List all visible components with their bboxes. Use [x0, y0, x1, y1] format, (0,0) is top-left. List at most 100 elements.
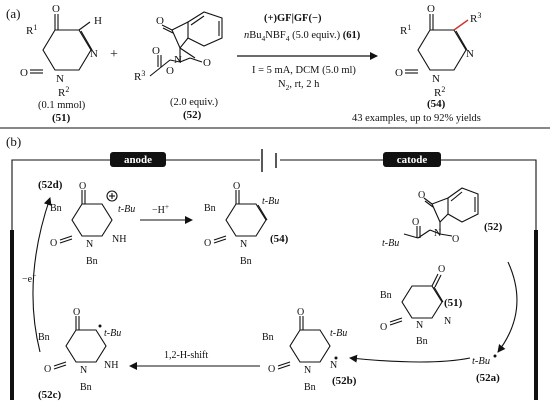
- tbu-52d: t-Bu: [118, 204, 135, 215]
- amount-51: (0.1 mmol): [38, 100, 86, 111]
- compound-51-structure: [30, 14, 93, 74]
- id-54: (54): [427, 98, 446, 110]
- r1-text: R: [26, 25, 34, 37]
- n-atom-52m: N: [434, 228, 441, 239]
- id-52b: (52b): [332, 375, 357, 387]
- tbu-52b: t-Bu: [330, 328, 347, 339]
- compound-52-mech-structure: [403, 187, 479, 239]
- n-atom-5: N: [432, 73, 440, 85]
- n-atom-52d: N: [86, 239, 93, 250]
- n-atom-52c: N: [80, 365, 87, 376]
- r1-label: R1: [26, 23, 37, 37]
- n-atom-51m-2: N: [416, 320, 423, 331]
- id-52a: (52a): [476, 372, 500, 384]
- compound-52-structure: [149, 11, 223, 77]
- cathode-badge: [383, 152, 441, 167]
- cond2-g: (61): [343, 30, 361, 41]
- id-52d: (52d): [38, 179, 63, 191]
- o-atom-4: O: [152, 45, 160, 57]
- h-atom: H: [94, 15, 102, 27]
- minus-h-label: −H+: [152, 202, 169, 216]
- o-atom: O: [52, 3, 60, 15]
- id-52: (52): [183, 109, 202, 121]
- o-atom-52b-2: O: [268, 364, 275, 375]
- cond2-a: n: [244, 30, 249, 41]
- r2p-text: R: [434, 87, 442, 99]
- cond1-b: GF: [277, 13, 292, 24]
- minus-h-sup: +: [165, 202, 169, 211]
- r3-label-reactant: R3: [134, 69, 145, 83]
- r3p-text: R: [470, 13, 478, 25]
- cond1-a: (+): [264, 13, 277, 24]
- o-atom-54m-2: O: [204, 238, 211, 249]
- r3p-sup: 3: [477, 11, 481, 20]
- cond2-f: (5.0 equiv.): [289, 30, 342, 41]
- h-shift-label: 1,2-H-shift: [164, 350, 208, 361]
- o-atom-54m: O: [233, 181, 240, 192]
- o-atom-52m-2: O: [412, 217, 419, 228]
- tbu-52c: t-Bu: [104, 328, 121, 339]
- minus-e-sup: −: [32, 271, 36, 280]
- condition-atmosphere: N2, rt, 2 h: [278, 79, 320, 92]
- bn-52c-bottom: Bn: [80, 382, 92, 393]
- o-atom-51m: O: [438, 264, 445, 275]
- reduction-arrow: [497, 261, 518, 353]
- n-atom: N: [90, 48, 98, 60]
- tbu-54m: t-Bu: [262, 196, 279, 207]
- bn-52b-bottom: Bn: [304, 382, 316, 393]
- oxidation-arrow: [32, 197, 52, 353]
- n-atom-54m: N: [240, 239, 247, 250]
- bn-52d-top: Bn: [50, 203, 62, 214]
- bn-52d-bottom: Bn: [86, 256, 98, 267]
- cond2-e: 4: [286, 34, 290, 43]
- radical-dot-52a: [493, 354, 497, 358]
- nh-52c: NH: [104, 360, 118, 371]
- tbu-52m: t-Bu: [382, 238, 399, 249]
- cond4-a: N: [278, 79, 286, 90]
- bn-51m-top: Bn: [380, 290, 392, 301]
- cathode-wire: [280, 159, 537, 400]
- id-51-mech: (51): [444, 297, 463, 309]
- r2-text: R: [58, 87, 66, 99]
- r2-label: R2: [58, 85, 69, 99]
- product-54-structure: [405, 14, 469, 74]
- intermediate-52b-structure: [277, 316, 338, 370]
- anode-badge: [110, 152, 166, 167]
- o-atom-8: O: [395, 67, 403, 79]
- id-52c: (52c): [38, 389, 62, 401]
- n-atom-2: N: [56, 73, 64, 85]
- n-atom-52b: N: [330, 360, 337, 371]
- bn-52b-top: Bn: [262, 332, 274, 343]
- r2p-sup: 2: [441, 85, 445, 94]
- cond1-d: GF: [294, 13, 309, 24]
- nh-52d: NH: [112, 234, 126, 245]
- cond2-c: 4: [262, 34, 266, 43]
- compound-51-mech-structure: [389, 273, 444, 326]
- r3-text: R: [134, 71, 142, 83]
- plus-sign: +: [110, 47, 118, 62]
- cond4-c: , rt, 2 h: [289, 79, 320, 90]
- o-atom-52d-2: O: [50, 238, 57, 249]
- o-atom-52c: O: [73, 307, 80, 318]
- anode-label: anode: [124, 154, 152, 166]
- o-atom-2: O: [20, 67, 28, 79]
- r2-sup: 2: [65, 85, 69, 94]
- bn-51m-bottom: Bn: [416, 336, 428, 347]
- radical-addition-arrow: [349, 354, 471, 363]
- o-atom-52m-3: O: [452, 234, 459, 245]
- condition-electrodes: (+)GF|GF(−): [264, 13, 322, 24]
- id-51: (51): [52, 112, 71, 124]
- o-atom-52d: O: [79, 181, 86, 192]
- product-54-mech-structure: [213, 190, 268, 244]
- panel-a-label: (a): [6, 6, 20, 21]
- r1p-sup: 1: [407, 23, 411, 32]
- cond1-e: (−): [308, 13, 321, 24]
- cathode-label: catode: [397, 154, 428, 166]
- bn-52c-top: Bn: [38, 332, 50, 343]
- r2-label-product: R2: [434, 85, 445, 99]
- id-52-mech: (52): [484, 221, 503, 233]
- n-atom-4: N: [466, 48, 474, 60]
- intermediate-52c-structure: [53, 316, 107, 370]
